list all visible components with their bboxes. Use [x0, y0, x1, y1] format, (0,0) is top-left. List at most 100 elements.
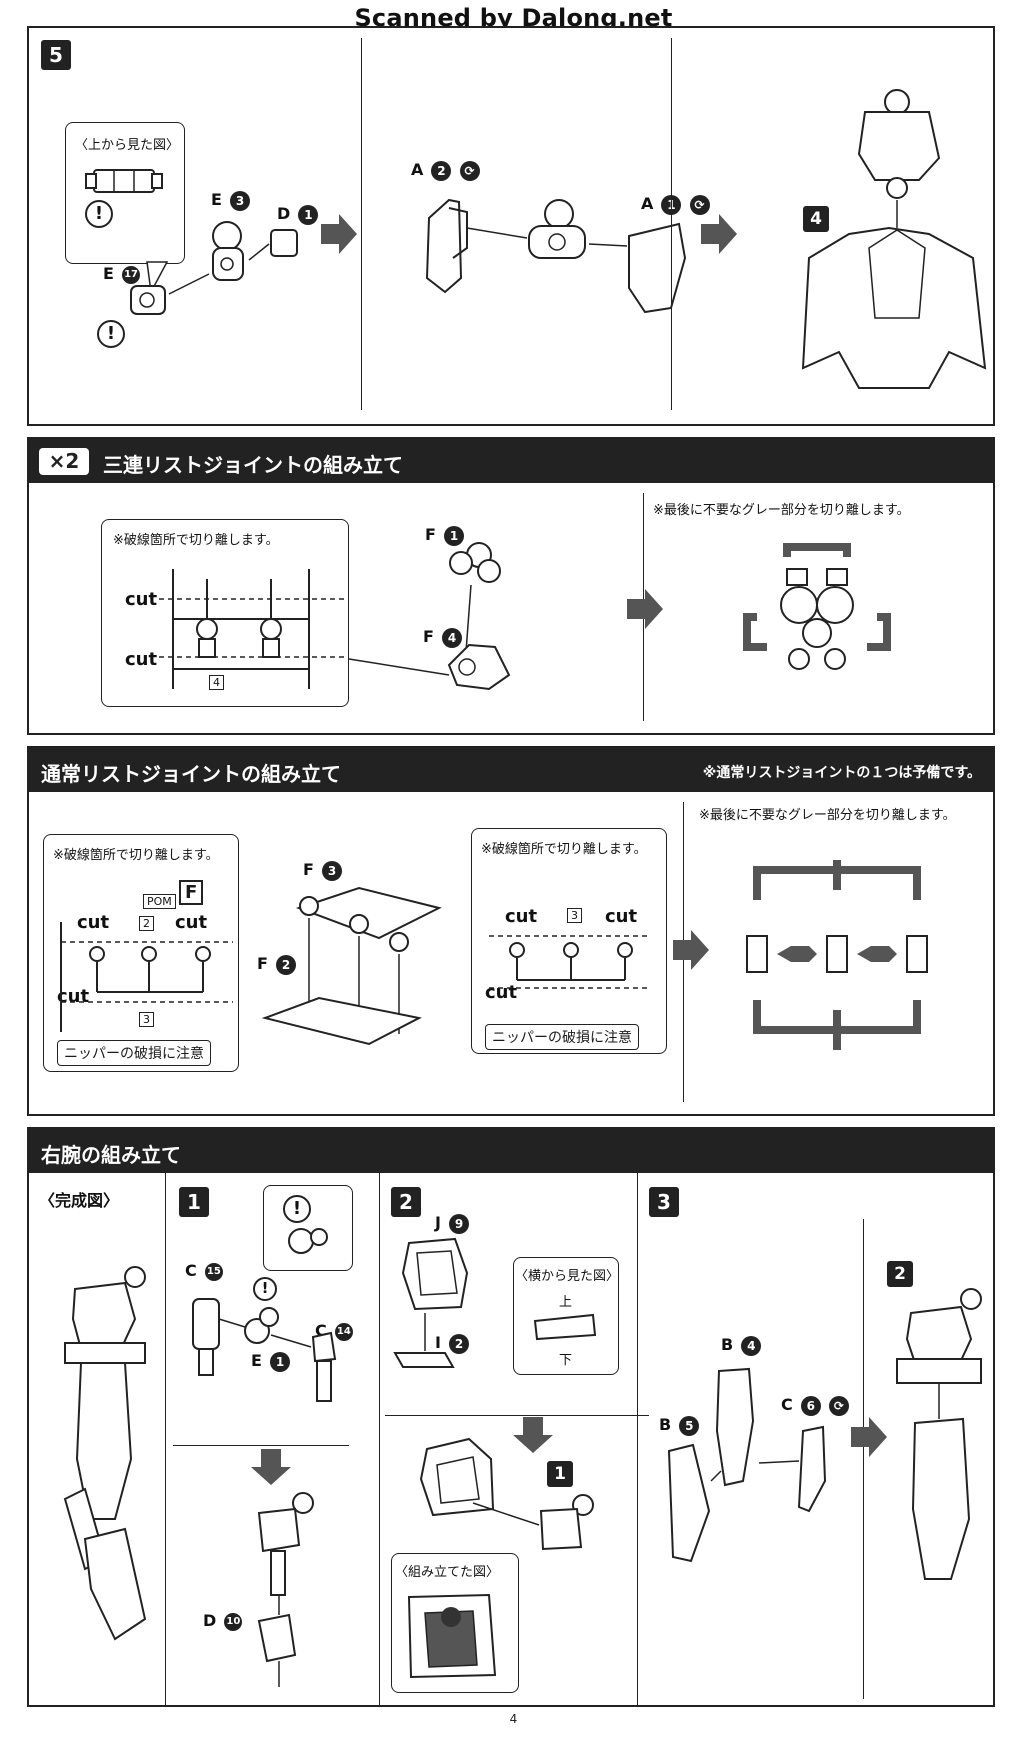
cut-label: cut — [77, 912, 110, 933]
side-view-bottom-label: 下 — [559, 1353, 573, 1368]
step-3-badge: 3 — [649, 1187, 679, 1217]
part-label-f2: F 2 — [257, 954, 297, 975]
triple-wrist-joint-panel: ×2 三連リストジョイントの組み立て ※破線箇所で切り離します。 cut cut… — [27, 437, 995, 735]
section-header: 右腕の組み立て — [29, 1129, 993, 1173]
cut-label-top: cut — [125, 589, 158, 610]
flow-arrow — [701, 214, 737, 254]
section-header: 通常リストジョイントの組み立て ※通常リストジョイントの１つは予備です。 — [29, 748, 993, 792]
divider — [361, 38, 362, 410]
section-title: 通常リストジョイントの組み立て — [41, 762, 341, 786]
final-cut-note: ※最後に不要なグレー部分を切り離します。 — [653, 503, 910, 518]
part-label-e1: E 1 — [251, 1351, 291, 1372]
right-arm-panel: 右腕の組み立て 〈完成図〉 1 ! C 15 C 14 E 1 ! — [27, 1127, 995, 1707]
nipper-warning-left: ニッパーの破損に注意 — [57, 1040, 211, 1066]
flow-arrow — [673, 930, 709, 970]
step1-parts-drawing — [192, 1298, 337, 1402]
flow-arrow — [627, 589, 663, 629]
top-view-warning-icon: ! — [85, 200, 113, 228]
joint-warning-callout — [263, 1185, 353, 1271]
part-label-c15: C 15 — [185, 1261, 223, 1281]
divider — [385, 1415, 649, 1416]
runner-drawing-right — [489, 935, 651, 989]
callout-pointer — [146, 261, 169, 295]
side-view-top-label: 上 — [559, 1295, 573, 1310]
part-label-d10: D 10 — [203, 1611, 243, 1631]
runner-letter: F — [179, 880, 204, 905]
top-view-callout-title: 〈上から見た図〉 — [75, 138, 180, 153]
part-label-f4: F 4 — [423, 627, 463, 648]
side-view-callout-title: 〈横から見た図〉 — [515, 1269, 620, 1284]
divider — [671, 38, 672, 410]
page-number: 4 — [509, 1712, 518, 1726]
cut-label-bottom: cut — [125, 649, 158, 670]
runner-cut-callout-right — [471, 828, 667, 1054]
header-note: ※通常リストジョイントの１つは予備です。 — [702, 765, 981, 781]
triple-wrist-final-drawing — [743, 543, 891, 670]
divider — [173, 1445, 349, 1446]
sub-step-1-badge: 1 — [547, 1461, 573, 1487]
part-label-b4: B 4 — [721, 1335, 762, 1356]
cut-label: cut — [175, 912, 208, 933]
ball-joint-drawing — [130, 221, 298, 315]
cut-label: cut — [605, 906, 638, 927]
step3-parts-drawing — [667, 1367, 827, 1563]
triple-wrist-assembly-drawing — [348, 542, 511, 691]
step3-result-drawing — [896, 1288, 982, 1580]
step1-result-drawing — [257, 1492, 314, 1687]
assembled-view-callout-title: 〈組み立てた図〉 — [395, 1565, 500, 1580]
runner-tag-2: 2 — [139, 916, 154, 931]
pom-tag: POM — [143, 894, 176, 909]
part-label-f1: F 1 — [425, 525, 465, 546]
divider — [863, 1219, 864, 1699]
part-label-c14: C 14 — [315, 1321, 353, 1341]
runner-drawing — [159, 569, 349, 689]
flow-arrow — [851, 1417, 887, 1457]
part-label-j9: J 9 — [435, 1213, 470, 1234]
part-label-f3: F 3 — [303, 860, 343, 881]
shoulder-assembly-drawing — [425, 198, 687, 314]
part-warning-icon: ! — [253, 1277, 277, 1301]
divider — [379, 1173, 380, 1705]
part-warning-icon: ! — [97, 320, 125, 348]
normal-wrist-final-drawing — [746, 860, 928, 1050]
torso-assembly-drawing — [801, 89, 987, 389]
cut-label: cut — [505, 906, 538, 927]
runner-tag-3: 3 — [139, 1012, 154, 1027]
part-label-a2: A 2 ⟳ — [411, 160, 480, 181]
runner-tag: 4 — [209, 675, 224, 690]
joint-warning-icon: ! — [283, 1195, 311, 1223]
divider — [637, 1173, 638, 1705]
cut-note: ※破線箇所で切り離します。 — [113, 533, 279, 548]
flow-arrow-down — [513, 1417, 553, 1453]
top-view-part-drawing — [85, 169, 163, 193]
part-label-b5: B 5 — [659, 1415, 700, 1436]
nipper-warning-right: ニッパーの破損に注意 — [485, 1024, 639, 1050]
side-view-drawing — [533, 1313, 597, 1341]
step-1-badge: 1 — [179, 1187, 209, 1217]
final-cut-note: ※最後に不要なグレー部分を切り離します。 — [699, 808, 956, 823]
step2-assembly-drawing — [419, 1437, 594, 1551]
flow-arrow — [321, 214, 357, 254]
section-title: 右腕の組み立て — [41, 1143, 181, 1167]
joint-detail-drawing — [288, 1228, 328, 1254]
part-label-e3: E 3 — [211, 190, 251, 211]
normal-wrist-joint-panel: 通常リストジョイントの組み立て ※通常リストジョイントの１つは予備です。 ※破線… — [27, 746, 995, 1116]
cut-note-left: ※破線箇所で切り離します。 — [53, 848, 219, 863]
runner-tag-3: 3 — [567, 908, 582, 923]
cut-note-right: ※破線箇所で切り離します。 — [481, 842, 647, 857]
sub-step-4-badge: 4 — [803, 206, 829, 232]
complete-view-label: 〈完成図〉 — [39, 1191, 120, 1210]
runner-cut-callout — [101, 519, 349, 707]
flow-arrow-down — [251, 1449, 291, 1485]
assembled-view-drawing — [407, 1593, 497, 1679]
step-5-panel: 5 〈上から見た図〉 ! E 3 D 1 E 17 ! A 2 ⟳ A 1 ⟳ — [27, 26, 995, 426]
completed-arm-drawing — [63, 1266, 147, 1641]
part-label-c6: C 6 ⟳ — [781, 1395, 849, 1416]
runner-drawing-left — [60, 922, 233, 1032]
section-header: ×2 三連リストジョイントの組み立て — [29, 439, 993, 483]
sub-step-2-badge: 2 — [887, 1261, 913, 1287]
step2-parts-drawing — [393, 1237, 469, 1368]
section-title: 三連リストジョイントの組み立て — [103, 453, 403, 477]
part-label-i2: I 2 — [435, 1333, 470, 1354]
divider — [165, 1173, 166, 1705]
